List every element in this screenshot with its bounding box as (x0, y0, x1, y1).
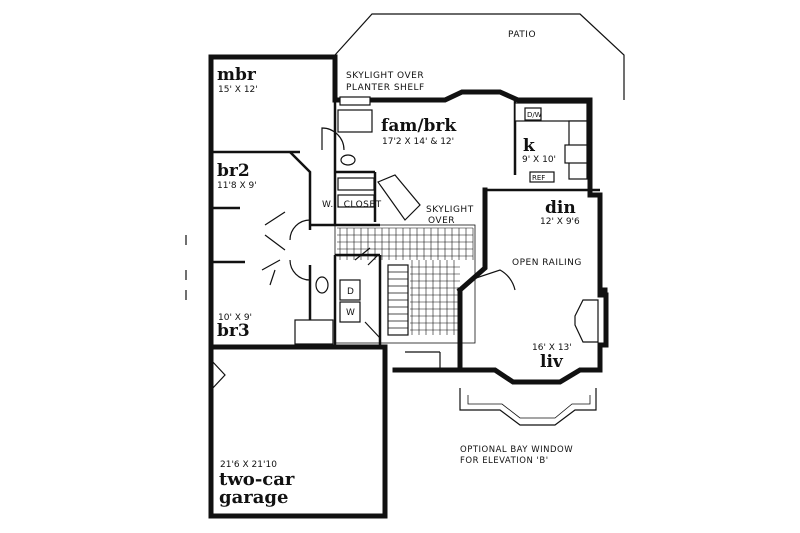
door-br2 (264, 211, 286, 251)
exterior-wall-fam (332, 89, 593, 198)
bay-note-line-1: OPTIONAL BAY WINDOW (460, 445, 573, 455)
garage-dim: 21'6 X 21'10 (220, 460, 277, 470)
liv-dim: 16' X 13' (532, 343, 572, 353)
liv-name: liv (540, 352, 564, 372)
din-dim: 12' X 9'6 (540, 217, 580, 227)
exterior-wall-living (457, 262, 609, 385)
wall-garage (208, 344, 388, 519)
bathtub-master (337, 109, 373, 133)
skylight-shelf (377, 174, 421, 221)
bathtub-2 (294, 319, 334, 345)
exterior-wall-mbr (208, 54, 338, 103)
ref-label: REF (532, 174, 545, 182)
door-laundry (354, 247, 379, 266)
optional-bay-window (459, 388, 597, 426)
mbr-name: mbr (217, 65, 257, 85)
skylight-over-line-2: OVER (428, 216, 455, 226)
door-garage (210, 359, 226, 391)
toilet-2 (315, 276, 329, 294)
k-name: k (523, 136, 536, 156)
door-bath2 (364, 321, 381, 339)
skylight-planter-line-1: SKYLIGHT OVER (346, 71, 424, 81)
door-hall (289, 219, 311, 281)
tile-floor (334, 224, 476, 344)
closet-shelf (337, 177, 375, 191)
planter-shelf (339, 96, 371, 106)
washer-label: W (346, 308, 355, 318)
br3-dim: 10' X 9' (218, 313, 252, 323)
garage-name-line-2: garage (219, 487, 288, 508)
patio-label: PATIO (508, 30, 536, 40)
din-name: din (545, 198, 576, 218)
br3-name: br3 (217, 321, 250, 341)
mbr-dim: 15' X 12' (218, 85, 258, 95)
refrigerator (529, 171, 555, 183)
fam-name: fam/brk (381, 116, 457, 136)
br2-dim: 11'8 X 9' (217, 181, 257, 191)
bay-note-line-2: FOR ELEVATION 'B' (460, 456, 549, 466)
exterior-wall-entry (456, 187, 488, 294)
sink-master (340, 154, 356, 166)
dishwasher (524, 107, 542, 121)
stair-treads (388, 271, 408, 329)
fam-dim: 17'2 X 14' & 12' (382, 137, 454, 147)
tile-grid-lines (337, 227, 474, 335)
patio-outline (334, 13, 625, 100)
dryer (339, 279, 361, 301)
optional-bay-window-inner (467, 395, 591, 419)
door-living (469, 269, 516, 291)
closet-shelf-2 (337, 194, 375, 208)
dw-label: D/W (527, 111, 542, 119)
skylight-planter-line-2: PLANTER SHELF (346, 83, 425, 93)
door-br3 (261, 259, 281, 286)
br2-name: br2 (217, 161, 250, 181)
dryer-label: D (347, 287, 354, 297)
garage-name-line-1: two-car (219, 469, 295, 490)
door-mbr (321, 127, 345, 151)
washer (339, 301, 361, 323)
door-entry (405, 351, 441, 370)
skylight-over-line-1: SKYLIGHT (426, 205, 474, 215)
wi-closet-label: W.I. CLOSET (322, 200, 382, 210)
wall-br2 (289, 151, 312, 230)
open-railing-label: OPEN RAILING (512, 258, 582, 268)
k-dim: 9' X 10' (522, 155, 556, 165)
range (564, 144, 588, 164)
fireplace (574, 299, 599, 343)
